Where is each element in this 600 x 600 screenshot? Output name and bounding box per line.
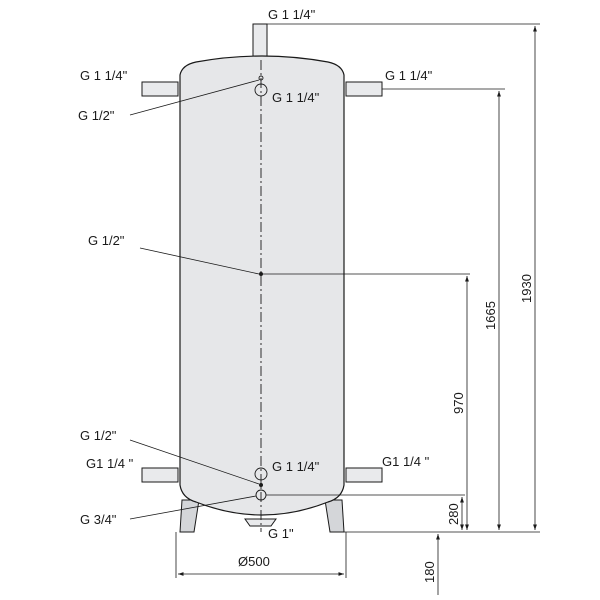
drain-leader	[129, 495, 257, 520]
middle-sensor-leader	[139, 247, 260, 275]
right-leg	[324, 499, 345, 533]
top-connection-label: G 1 1/4"	[268, 7, 316, 22]
tank-body	[179, 55, 345, 516]
leg-height-dimension-label: 180	[422, 561, 437, 583]
upper-center-connection-label: G 1 1/4"	[272, 90, 320, 105]
upper-connection-height-label: 1665	[483, 301, 498, 330]
left-leg	[179, 499, 200, 533]
bottom-connection-label: G 1"	[268, 526, 294, 541]
total-height-dimension-label: 1930	[519, 274, 534, 303]
lower-right-connection-label: G1 1/4 "	[382, 454, 430, 469]
upper-center-port	[254, 83, 268, 97]
lower-left-nozzle	[141, 467, 179, 483]
bottom-nozzle	[244, 518, 277, 527]
lower-center-connection-label: G 1 1/4"	[272, 459, 320, 474]
lower-sensor-leader	[129, 439, 260, 485]
lower-right-nozzle	[345, 467, 383, 483]
middle-sensor-height-label: 970	[451, 392, 466, 414]
upper-left-nozzle	[141, 81, 179, 97]
drain-connection-label: G 3/4"	[80, 512, 117, 527]
lower-connection-height-label: 280	[446, 503, 461, 525]
middle-sensor-label: G 1/2"	[88, 233, 125, 248]
lower-left-connection-label: G1 1/4 "	[86, 456, 134, 471]
upper-right-connection-label: G 1 1/4"	[385, 68, 433, 83]
lower-sensor-point	[259, 483, 263, 487]
middle-sensor-point	[259, 272, 263, 276]
diameter-dimension-label: Ø500	[238, 554, 270, 569]
upper-sensor-point	[258, 75, 264, 81]
upper-sensor-leader	[129, 79, 260, 116]
top-nozzle	[252, 23, 268, 57]
upper-right-nozzle	[345, 81, 383, 97]
upper-left-connection-label: G 1 1/4"	[80, 68, 128, 83]
lower-center-port	[254, 467, 268, 481]
upper-sensor-label: G 1/2"	[78, 108, 115, 123]
lower-sensor-label: G 1/2"	[80, 428, 117, 443]
